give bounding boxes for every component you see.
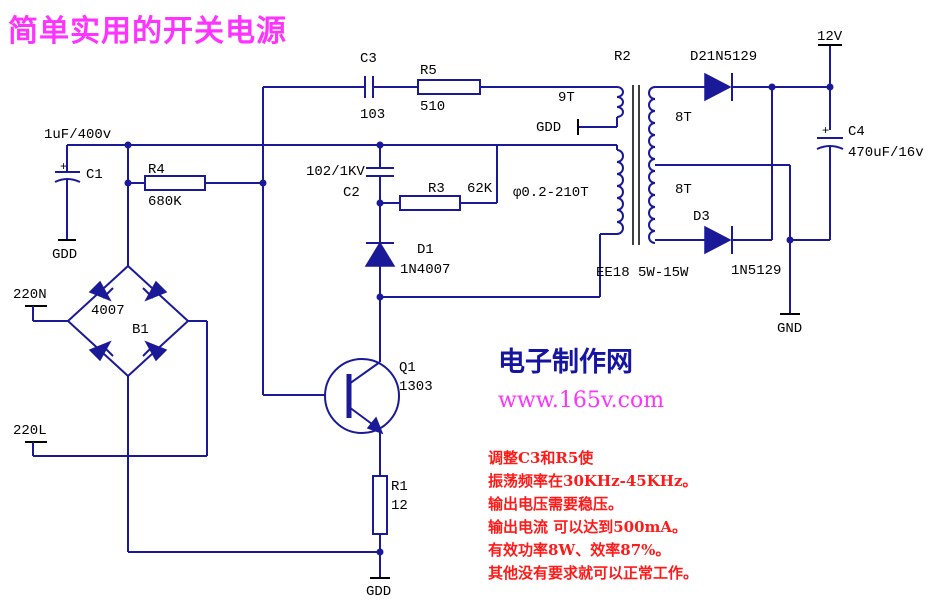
d2-label: D21N5129 [690, 49, 757, 65]
ac-l-label: 220L [13, 423, 47, 439]
c3-label: C3 [360, 51, 377, 67]
r4-value-label: 680K [148, 194, 182, 210]
turns-8t-bottom-label: 8T [675, 182, 692, 198]
c4-value-label: 470uF/16v [848, 145, 924, 161]
capacitor-c3 [364, 76, 418, 98]
c1-value-label: 1uF/400v [44, 127, 111, 143]
r2-label: R2 [614, 49, 631, 65]
site-url: www.165v.com [498, 388, 665, 413]
r1-label: R1 [391, 479, 408, 495]
r5-value-label: 510 [420, 99, 445, 115]
hv-rail [66, 144, 617, 266]
primary-winding [380, 145, 624, 298]
base-drive-wire [262, 86, 365, 396]
svg-text:+: + [60, 160, 67, 174]
page-title: 简单实用的开关电源 [8, 14, 287, 49]
resistor-r1 [370, 475, 390, 579]
note-line: 有效功率8W、效率87%。 [488, 541, 671, 559]
bridge-part-label: 4007 [91, 303, 125, 319]
transistor-q1 [324, 358, 400, 476]
transformer-core [632, 85, 640, 245]
diode-d1 [364, 241, 396, 362]
d3-part-label: 1N5129 [731, 263, 781, 279]
gdd-feedback-label: GDD [536, 120, 561, 136]
q1-label: Q1 [399, 360, 416, 376]
feedback-winding [577, 86, 624, 135]
core-label: EE18 5W-15W [596, 265, 689, 281]
c2-label: C2 [343, 185, 360, 201]
resistor-r4 [128, 175, 263, 191]
design-notes: 调整C3和R5使 振荡频率在30KHz-45KHz。 输出电压需要稳压。 输出电… [488, 447, 698, 585]
note-line: 调整C3和R5使 [488, 449, 594, 467]
r4-label: R4 [148, 162, 165, 178]
gdd-bottom-label: GDD [366, 584, 391, 600]
gdd-c1-label: GDD [52, 247, 77, 263]
r1-value-label: 12 [391, 498, 408, 514]
note-line: 其他没有要求就可以正常工作。 [488, 564, 699, 582]
c2-value-label: 102/1KV [306, 164, 365, 180]
note-line: 输出电压需要稳压。 [488, 495, 624, 513]
output-section: + [780, 44, 844, 315]
gnd-label: GND [777, 321, 802, 337]
resistor-r5 [417, 79, 617, 95]
note-line: 振荡频率在30KHz-45KHz。 [488, 472, 698, 490]
ac-input-n [25, 305, 68, 322]
bridge-label: B1 [132, 322, 149, 338]
turns-9t-label: 9T [558, 90, 575, 106]
site-name: 电子制作网 [498, 347, 633, 378]
svg-text:+: + [822, 124, 829, 138]
r5-label: R5 [420, 63, 437, 79]
c1-label: C1 [86, 167, 103, 183]
ac-n-label: 220N [13, 287, 47, 303]
snubber-c2-r3 [366, 167, 497, 243]
junction-dots [124, 83, 834, 556]
capacitor-c1: + [54, 160, 81, 241]
q1-part-label: 1303 [399, 379, 433, 395]
d3-label: D3 [693, 209, 710, 225]
wire-spec-label: φ0.2-210T [513, 185, 589, 201]
d1-part-label: 1N4007 [400, 262, 450, 278]
c4-label: C4 [848, 124, 865, 140]
diode-d2 [704, 72, 830, 102]
r3-label: R3 [428, 181, 445, 197]
vout-label: 12V [817, 29, 843, 45]
d1-label: D1 [417, 242, 434, 258]
r3-value-label: 62K [467, 181, 493, 197]
turns-8t-top-label: 8T [675, 110, 692, 126]
c3-value-label: 103 [360, 107, 385, 123]
ac-input-l [25, 320, 208, 457]
note-line: 输出电流 可以达到500mA。 [488, 518, 688, 536]
bridge-rectifier-b1 [66, 264, 190, 552]
diode-d3 [704, 87, 773, 255]
